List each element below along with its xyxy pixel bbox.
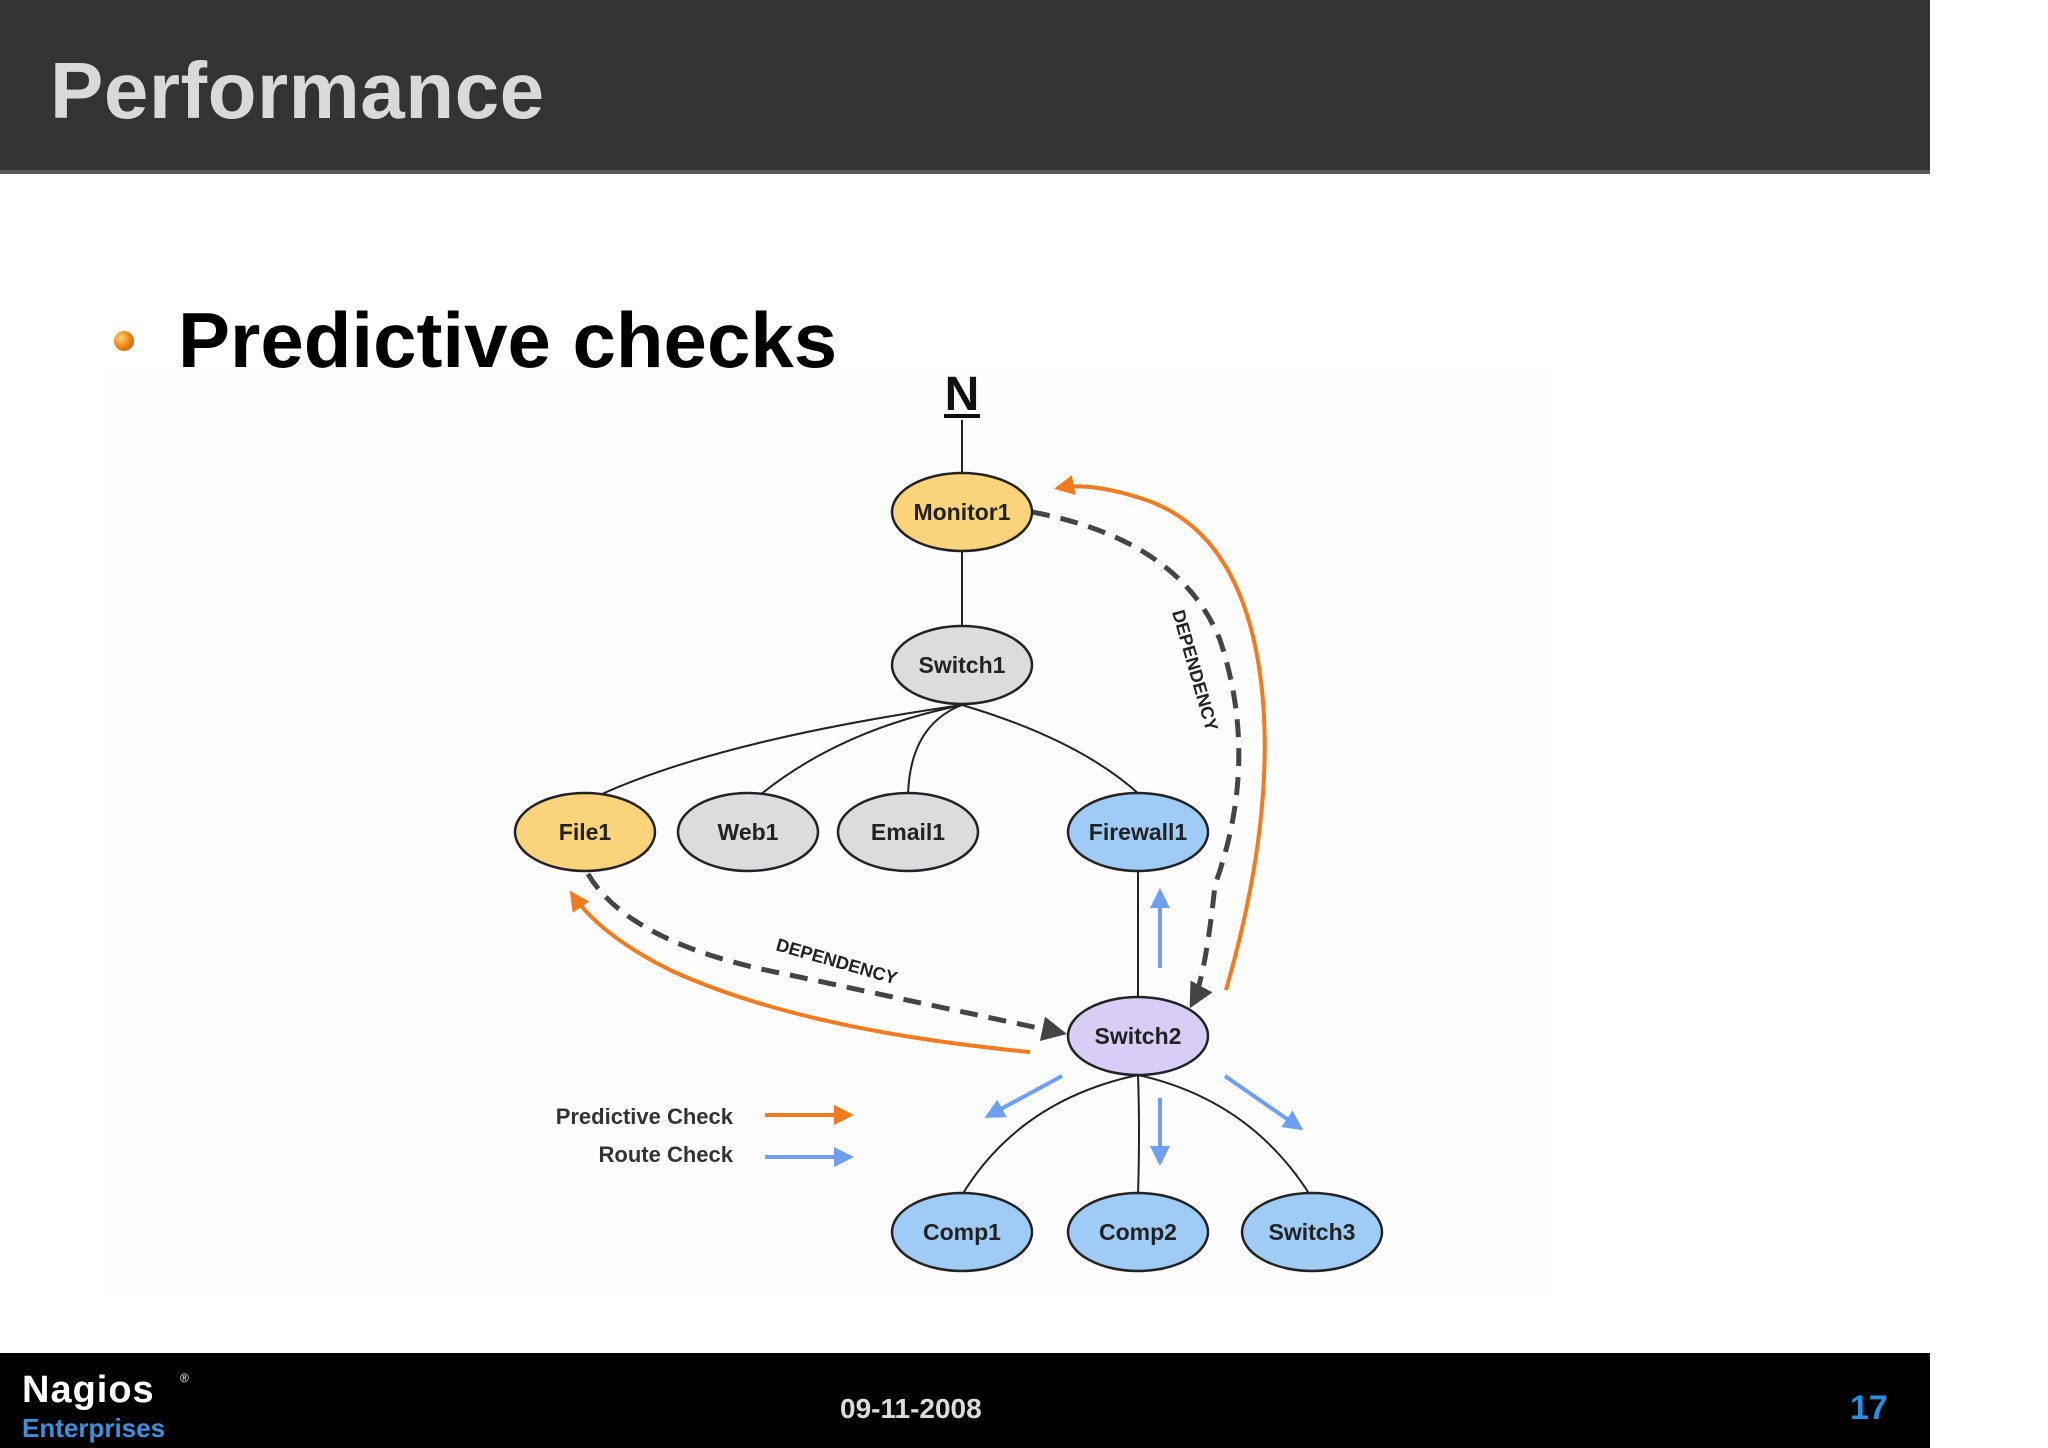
nagios-n-letter: N — [945, 368, 980, 421]
connection-lines — [599, 420, 1311, 1196]
node-switch1: Switch1 — [890, 624, 1034, 706]
predictive-switch2-monitor1 — [1054, 475, 1267, 991]
predictive-switch2-file1 — [569, 890, 1031, 1054]
dependency-file1-switch2 — [585, 872, 1067, 1042]
node-file1-shape — [513, 791, 657, 873]
dependency-label-right: DEPENDENCY — [1168, 608, 1222, 734]
node-firewall1-shape — [1066, 791, 1210, 873]
edge-switch1-web1 — [759, 704, 963, 796]
node-switch1-shape — [890, 624, 1034, 706]
node-comp2-shape — [1066, 1191, 1210, 1273]
node-email1: Email1 — [836, 791, 980, 873]
node-comp1: Comp1 — [890, 1191, 1034, 1273]
legend: Predictive Check Route Check — [556, 1104, 854, 1167]
bullet-icon — [114, 331, 134, 351]
node-firewall1: Firewall1 — [1066, 791, 1210, 873]
node-comp1-shape — [890, 1191, 1034, 1273]
node-switch1-label: Switch1 — [919, 652, 1006, 678]
nagios-n-underline — [944, 414, 980, 418]
slide-footer: Nagios ® Enterprises 09-11-2008 17 — [0, 1353, 1930, 1448]
edge-switch1-firewall1 — [961, 704, 1141, 796]
node-email1-label: Email1 — [871, 819, 945, 845]
node-switch3-shape — [1240, 1191, 1384, 1273]
edge-switch2-switch3 — [1137, 1074, 1311, 1196]
node-comp2: Comp2 — [1066, 1191, 1210, 1273]
page-number: 17 — [1850, 1389, 1888, 1427]
edge-switch1-file1 — [599, 704, 963, 796]
diagram-background — [108, 372, 1548, 1294]
node-monitor1: Monitor1 — [890, 471, 1034, 553]
node-web1: Web1 — [676, 791, 820, 873]
nagios-logo-subtitle: Enterprises — [22, 1413, 166, 1443]
nagios-n-logo: N — [944, 368, 980, 421]
node-file1: File1 — [513, 791, 657, 873]
route-arrows — [984, 888, 1304, 1166]
edge-switch2-comp1 — [961, 1074, 1139, 1196]
node-switch3: Switch3 — [1240, 1191, 1384, 1273]
legend-predictive-label: Predictive Check — [556, 1104, 734, 1129]
node-file1-label: File1 — [559, 819, 612, 845]
edge-switch2-comp2 — [1137, 1074, 1140, 1196]
route-arrow-to-comp1 — [984, 1074, 1063, 1118]
legend-route-label: Route Check — [599, 1142, 734, 1167]
node-web1-label: Web1 — [718, 819, 779, 845]
dependency-monitor1-switch2 — [1031, 509, 1242, 1009]
bullet-text: Predictive checks — [178, 296, 838, 384]
edge-switch1-email1 — [907, 704, 963, 796]
slide-header: Performance — [0, 0, 1930, 174]
predictive-arrows — [569, 475, 1267, 1054]
node-comp2-label: Comp2 — [1099, 1219, 1177, 1245]
node-web1-shape — [676, 791, 820, 873]
slide-title: Performance — [50, 46, 545, 135]
node-switch2-label: Switch2 — [1095, 1023, 1182, 1049]
node-firewall1-label: Firewall1 — [1089, 819, 1188, 845]
registered-mark-icon: ® — [180, 1371, 189, 1385]
nagios-logo-text: Nagios — [22, 1369, 155, 1411]
node-switch2-shape — [1066, 995, 1210, 1077]
footer-date: 09-11-2008 — [840, 1393, 982, 1424]
route-arrow-to-switch3 — [1223, 1074, 1304, 1131]
node-monitor1-label: Monitor1 — [913, 499, 1010, 525]
dependency-lines — [585, 509, 1242, 1042]
node-monitor1-shape — [890, 471, 1034, 553]
dependency-label-bottom: DEPENDENCY — [774, 935, 900, 989]
node-switch3-label: Switch3 — [1269, 1219, 1356, 1245]
node-comp1-label: Comp1 — [923, 1219, 1001, 1245]
node-switch2: Switch2 — [1066, 995, 1210, 1077]
node-email1-shape — [836, 791, 980, 873]
